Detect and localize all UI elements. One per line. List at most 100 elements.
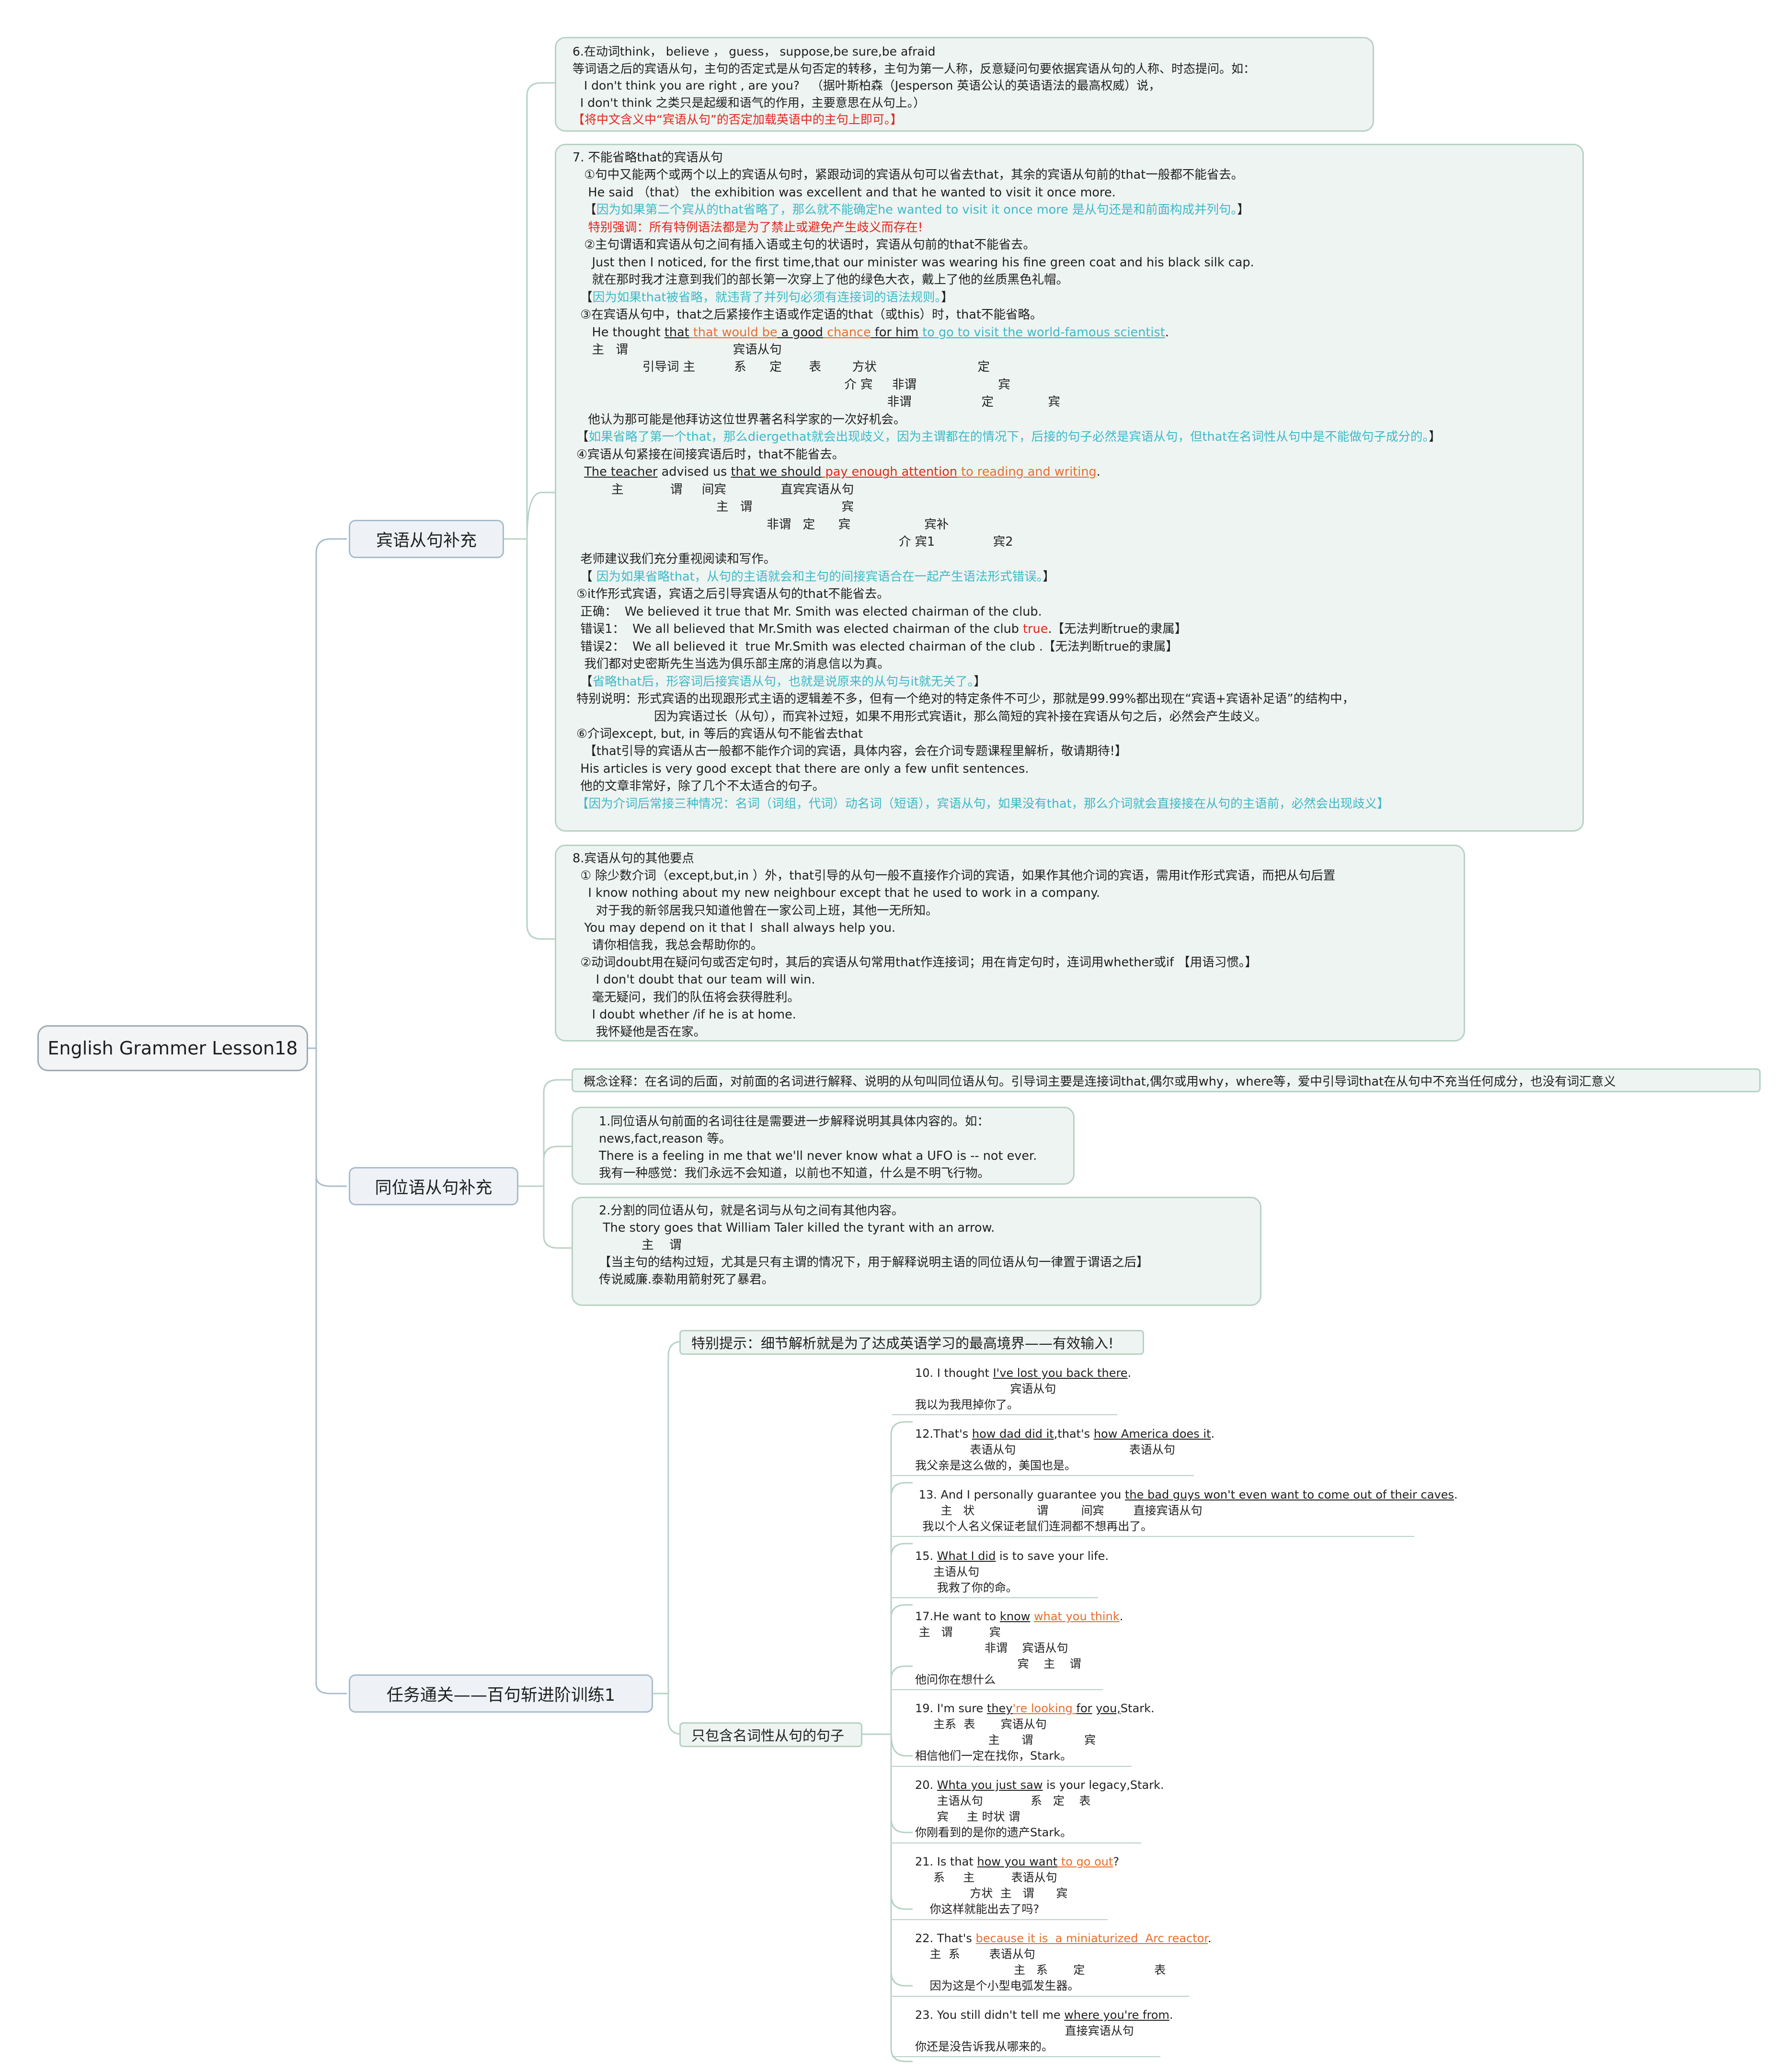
task-subtopic[interactable]: 只包含名词性从句的句子	[679, 1722, 862, 1747]
card-line: 【因为介词后常接三种情况：名词（词组，代词）动名词（短语），宾语从句，如果没有t…	[573, 796, 1389, 811]
example-20: 20. Whta you just saw is your legacy,Sta…	[915, 1777, 1164, 1841]
text-span: 如果省略了第一个that，那么diergethat就会出现歧义，因为主谓都在的情…	[588, 430, 1429, 445]
text-span: 他问你在想什么	[915, 1673, 996, 1686]
text-span: that would be	[689, 325, 778, 340]
text-span: for	[1076, 1702, 1092, 1715]
task-tip[interactable]: 特别提示：细节解析就是为了达成英语学习的最高境界——有效输入!	[679, 1330, 1144, 1355]
text-span: 【	[573, 674, 593, 689]
card-line: 【因为如果第二个宾从的that省略了，那么就不能确定he wanted to v…	[573, 201, 1566, 218]
text-span: how America does it	[1093, 1427, 1211, 1441]
card-line: 对于我的新邻居我只知道他曾在一家公司上班，其他一无所知。	[573, 903, 938, 918]
card-line: There is a feeling in me that we'll neve…	[599, 1149, 1037, 1163]
card-line: 7. 不能省略that的宾语从句	[573, 150, 723, 165]
text-span: .	[1169, 2008, 1173, 2022]
text-span: 直接宾语从句	[915, 2024, 1134, 2038]
connector-root-appos	[315, 1048, 347, 1187]
card-line: I know nothing about my new neighbour ex…	[573, 886, 1100, 901]
text-span: 表语从句 表语从句	[915, 1443, 1175, 1456]
example-17: 17.He want to know what you think. 主 谓 宾…	[915, 1609, 1123, 1688]
note-card-8[interactable]: 8.宾语从句的其他要点 ① 除少数介词（except,but,in ）外，tha…	[555, 845, 1465, 1042]
text-span: 主 谓 宾	[915, 1733, 1096, 1747]
example-21: 21. Is that how you want to go out? 系 主 …	[915, 1854, 1119, 1917]
text-span: 23. You still didn't tell me	[915, 2008, 1065, 2022]
text-span: 【	[573, 290, 593, 305]
card-line: 8.宾语从句的其他要点	[573, 851, 694, 866]
text-span: 主 状 谓 间宾 直接宾语从句	[915, 1504, 1203, 1517]
text-span: what you think	[1033, 1610, 1120, 1623]
text-span: .	[1096, 465, 1100, 480]
text-span: Stark.	[1120, 1702, 1155, 1715]
text-span	[573, 465, 584, 479]
appositive-card-1[interactable]: 1.同位语从句前面的名词往往是需要进一步解释说明其具体内容的。如：news,fa…	[572, 1107, 1075, 1185]
text-span: .【无法判断true的隶属】	[1048, 622, 1187, 637]
text-span: 宾 主 时状 谓	[915, 1810, 1020, 1823]
appositive-definition[interactable]: 概念诠释：在名词的后面，对前面的名词进行解释、说明的从句叫同位语从句。引导词主要…	[572, 1068, 1761, 1092]
branch-appositive-clause[interactable]: 同位语从句补充	[349, 1167, 518, 1205]
text-span: I've lost you back there	[993, 1366, 1128, 1380]
text-span: 主 系 表语从句	[915, 1947, 1035, 1961]
connector-line	[518, 1079, 572, 1187]
card-line: 错误1： We all believed that Mr.Smith was e…	[573, 620, 1566, 638]
card-line: 【省略that后，形容词后接宾语从句，也就是说原来的从句与it就无关了。】	[573, 673, 1566, 690]
card-line: ⑥介词except, but, in 等后的宾语从句不能省去that	[573, 726, 863, 741]
note-card-6[interactable]: 6.在动词think， believe ， guess， suppose,be …	[555, 37, 1374, 132]
connector-line	[526, 492, 555, 539]
text-span: 因为如果that被省略，就违背了并列句必须有连接词的语法规则。	[592, 290, 941, 305]
card-line: 正确： We believed it true that Mr. Smith w…	[573, 604, 1042, 619]
divider	[892, 1475, 1194, 1476]
text-span: 系 主 表语从句	[915, 1871, 1057, 1884]
card-line: news,fact,reason 等。	[599, 1132, 732, 1146]
text-span: because it is	[975, 1932, 1052, 1945]
text-span: .	[1208, 1932, 1212, 1945]
text-span: 】	[941, 290, 953, 305]
card-line: I don't doubt that our team will win.	[573, 973, 815, 987]
card-line: 【因为如果that被省略，就违背了并列句必须有连接词的语法规则。】	[573, 289, 1566, 306]
text-span: 我以个人名义保证老鼠们连洞都不想再出了。	[915, 1520, 1153, 1533]
card-line: I doubt whether /if he is at home.	[573, 1007, 796, 1022]
text-span	[1030, 1610, 1034, 1623]
text-span: you,	[1096, 1702, 1121, 1715]
text-span: He thought	[573, 325, 665, 340]
branch-label: 同位语从句补充	[375, 1178, 493, 1198]
appositive-card-2[interactable]: 2.分割的同位语从句，就是名词与从句之间有其他内容。 The story goe…	[572, 1197, 1261, 1306]
text-span: 19. I'm sure	[915, 1702, 987, 1715]
text-span: 13. And I personally guarantee you	[915, 1488, 1125, 1501]
card-line: 等词语之后的宾语从句，主句的否定式是从句否定的转移，主句为第一人称，反意疑问句要…	[573, 61, 1256, 76]
text-span: true	[1023, 622, 1048, 637]
text-span: 方状 主 谓 宾	[915, 1887, 1068, 1900]
branch-object-clause[interactable]: 宾语从句补充	[349, 520, 504, 558]
text-span: 主 谓 宾	[915, 1626, 1001, 1639]
example-22: 22. That's because it is a miniaturized …	[915, 1931, 1212, 1994]
note-card-7[interactable]: 7. 不能省略that的宾语从句 ①句中又能两个或两个以上的宾语从句时，紧跟动词…	[555, 144, 1584, 832]
text-span: 【	[573, 569, 596, 584]
root-node[interactable]: English Grammer Lesson18	[37, 1025, 308, 1071]
connector-line	[543, 1186, 572, 1249]
branch-task-training[interactable]: 任务通关——百句斩进阶训练1	[349, 1674, 653, 1713]
text-span: 你这样就能出去了吗?	[915, 1902, 1040, 1916]
text-span: advised us	[657, 465, 731, 480]
text-span: 我以为我甩掉你了。	[915, 1398, 1019, 1411]
card-line: 介 宾 非谓 宾	[573, 377, 1010, 392]
example-13: 13. And I personally guarantee you the b…	[915, 1487, 1458, 1534]
text-span: 15.	[915, 1549, 937, 1563]
divider	[892, 1766, 1132, 1767]
text-span: a miniaturized	[1052, 1932, 1142, 1945]
text-span: ,that's	[1054, 1427, 1094, 1441]
connector-root-trunk	[308, 538, 347, 1049]
text-span: 】	[1043, 569, 1055, 584]
text-span: is your legacy,Stark.	[1043, 1778, 1164, 1792]
card-line: 主 谓 宾语从句	[573, 342, 782, 357]
text-span: chance	[823, 325, 871, 340]
card-line: 我怀疑他是否在家。	[573, 1025, 706, 1040]
text-span: 因为如果第二个宾从的that省略了，那么就不能确定he wanted to vi…	[596, 203, 1237, 218]
connector-line	[890, 1543, 913, 1734]
example-15: 15. What I did is to save your life. 主语从…	[915, 1548, 1109, 1596]
text-span: The teacher	[584, 465, 658, 480]
card-line: 传说威廉.泰勒用箭射死了暴君。	[599, 1272, 774, 1287]
card-line: 他认为那可能是他拜访这位世界著名科学家的一次好机会。	[573, 412, 906, 427]
text-span: that	[664, 325, 689, 340]
card-line: 【 因为如果省略that，从句的主语就会和主句的间接宾语合在一起产生语法形式错误…	[573, 568, 1566, 585]
text-span: 21. Is that	[915, 1855, 977, 1868]
text-span: that we should	[731, 465, 822, 480]
